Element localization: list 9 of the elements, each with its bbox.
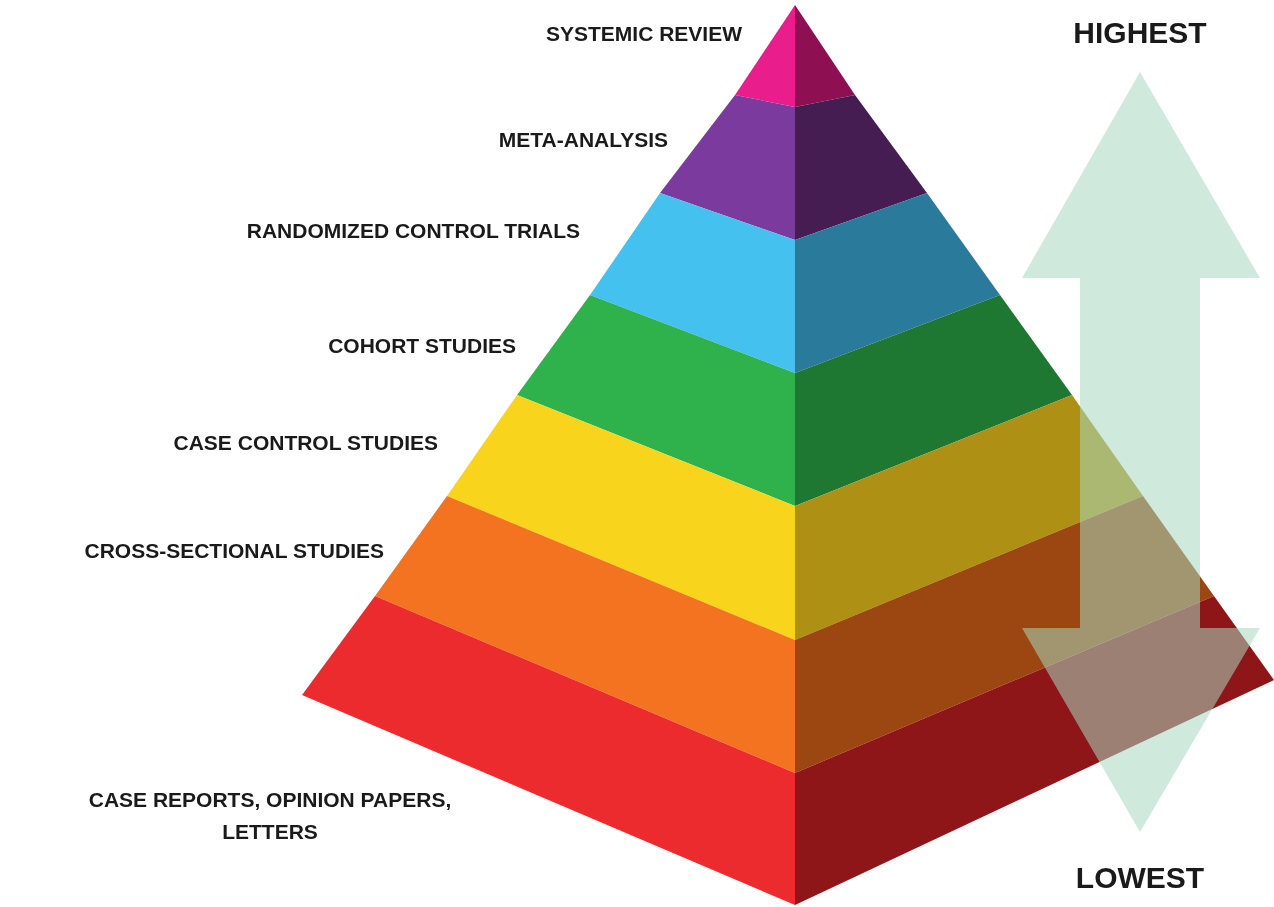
rank-label: HIGHEST (1072, 15, 1208, 51)
level-label: META-ANALYSIS (497, 127, 668, 153)
level-label: CASE CONTROL STUDIES (172, 430, 438, 456)
level-label: CROSS-SECTIONAL STUDIES (83, 538, 384, 564)
level-label: CASE REPORTS, OPINION PAPERS, LETTERS (87, 787, 453, 845)
level-label: RANDOMIZED CONTROL TRIALS (245, 218, 580, 244)
rank-label: LOWEST (1074, 860, 1206, 896)
level-label: SYSTEMIC REVIEW (544, 21, 742, 47)
level-label: COHORT STUDIES (327, 333, 516, 359)
